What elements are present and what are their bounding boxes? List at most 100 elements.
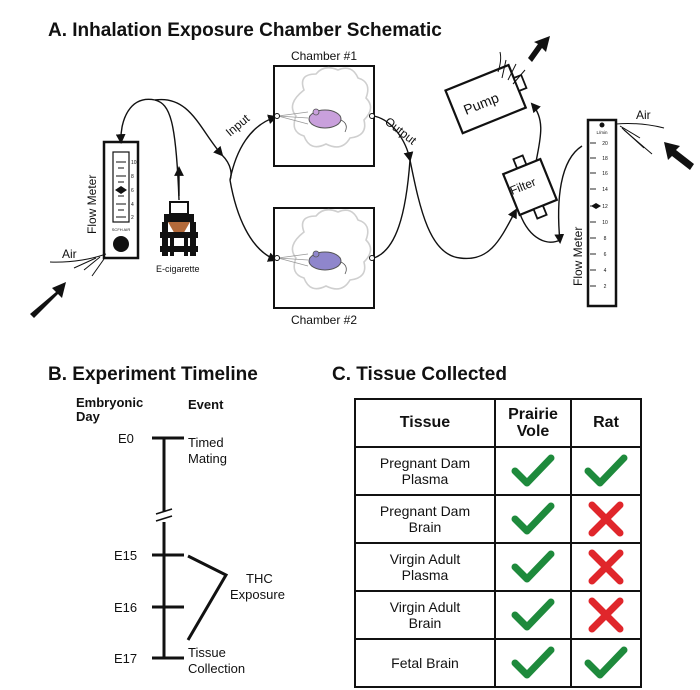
chamber1: [273, 65, 375, 167]
right-meter-tick: 6: [604, 252, 607, 258]
tissue-line2: Plasma: [401, 471, 449, 487]
section-a-title: A. Inhalation Exposure Chamber Schematic: [48, 20, 442, 41]
tube-filter-to-pump: [530, 102, 542, 163]
filter-icon: [501, 154, 559, 220]
rat-cell: [570, 590, 642, 640]
air-left-lines: [49, 253, 107, 277]
tissue-line1: Virgin Adult: [389, 551, 461, 567]
cross-icon: [588, 501, 624, 537]
right-meter-tick: 18: [602, 156, 608, 162]
timeline-day: E16: [114, 600, 137, 615]
tissue-line2: Plasma: [401, 567, 449, 583]
tube-to-chamber2: [229, 179, 278, 262]
table-row: Fetal Brain: [354, 638, 642, 688]
air-right-arrow: [664, 142, 694, 170]
check-icon: [511, 598, 555, 631]
tube-meter-to-filter: [554, 145, 583, 244]
tube-from-chamber2: [373, 159, 411, 259]
vole-cell: [494, 494, 572, 544]
vole-cell: [494, 638, 572, 688]
rat-cell: [570, 446, 642, 496]
check-icon: [584, 454, 628, 487]
pump-exhaust-lines: [497, 51, 526, 85]
tube-from-chamber1: [373, 115, 414, 162]
e-cigarette-label: E-cigarette: [156, 264, 200, 274]
col-event-label: Event: [188, 397, 224, 412]
header-tissue: Tissue: [354, 398, 496, 448]
event-tissue-line2: Collection: [188, 661, 245, 676]
cross-icon: [588, 597, 624, 633]
right-meter-tick: 8: [604, 236, 607, 242]
left-meter-tick: 2: [131, 215, 134, 221]
air-left-label: Air: [62, 247, 77, 261]
left-meter-caption: SCFH AIR: [112, 227, 131, 232]
table-header-row: Tissue Prairie Vole Rat: [354, 398, 642, 448]
check-icon: [584, 646, 628, 679]
e-cigarette-icon: [160, 201, 198, 256]
check-icon: [511, 646, 555, 679]
right-meter-tick: 4: [604, 268, 607, 274]
flow-meter-right: [586, 118, 618, 308]
timeline-axis: [152, 436, 184, 660]
right-meter-tick: 12: [602, 204, 608, 210]
tissue-line1: Virgin Adult: [389, 599, 461, 615]
event-timed-line2: Mating: [188, 451, 227, 466]
cross-icon: [588, 549, 624, 585]
right-meter-tick: 2: [604, 284, 607, 290]
tissue-line1: Pregnant Dam: [379, 455, 471, 471]
left-meter-tick: 4: [131, 202, 134, 208]
chamber2: [273, 207, 375, 309]
rat-cell: [570, 542, 642, 592]
timeline-day: E0: [118, 431, 134, 446]
header-prairie-vole: Prairie Vole: [494, 398, 572, 448]
header-rat: Rat: [570, 398, 642, 448]
right-meter-unit: L/min: [596, 130, 608, 135]
right-meter-tick: 20: [602, 141, 608, 147]
rat-cell: [570, 638, 642, 688]
tube-split-stem: [221, 154, 232, 181]
flow-meter-left: 10 8 6 4 2 SCFH AIR: [102, 140, 140, 260]
tissue-line1: Pregnant Dam: [379, 503, 471, 519]
event-thc-line1: THC: [246, 571, 273, 586]
tube-to-chamber1: [229, 114, 278, 181]
event-tissue-line1: Tissue: [188, 645, 226, 660]
tissue-line2: Brain: [408, 615, 442, 631]
tissue-cell: Fetal Brain: [354, 638, 496, 688]
air-left-arrow: [30, 282, 66, 318]
vole-cell: [494, 590, 572, 640]
section-b-title: B. Experiment Timeline: [48, 364, 258, 385]
rat-cell: [570, 494, 642, 544]
flow-meter-right-label: Flow Meter: [571, 227, 585, 286]
timeline-day: E17: [114, 651, 137, 666]
air-right-lines: [615, 123, 665, 155]
right-meter-tick: 16: [602, 171, 608, 177]
left-meter-tick: 6: [131, 188, 134, 194]
tissue-line2: Brain: [408, 519, 442, 535]
tissue-line1: Fetal Brain: [391, 655, 459, 671]
pump-exhaust-arrow: [528, 36, 550, 62]
chamber2-label: Chamber #2: [291, 313, 357, 327]
vole-cell: [494, 446, 572, 496]
timeline-day: E15: [114, 548, 137, 563]
left-meter-tick: 8: [131, 174, 134, 180]
thc-exposure-bracket: [186, 554, 229, 641]
check-icon: [511, 550, 555, 583]
chamber1-label: Chamber #1: [291, 49, 357, 63]
check-icon: [511, 502, 555, 535]
tube-to-split: [154, 98, 224, 157]
vole-cell: [494, 542, 572, 592]
header-prairie-vole-text: Prairie Vole: [508, 405, 558, 440]
section-c-title: C. Tissue Collected: [332, 364, 507, 385]
col-day-line2: Day: [76, 409, 101, 424]
right-meter-tick: 14: [602, 187, 608, 193]
air-right-label: Air: [636, 108, 651, 122]
